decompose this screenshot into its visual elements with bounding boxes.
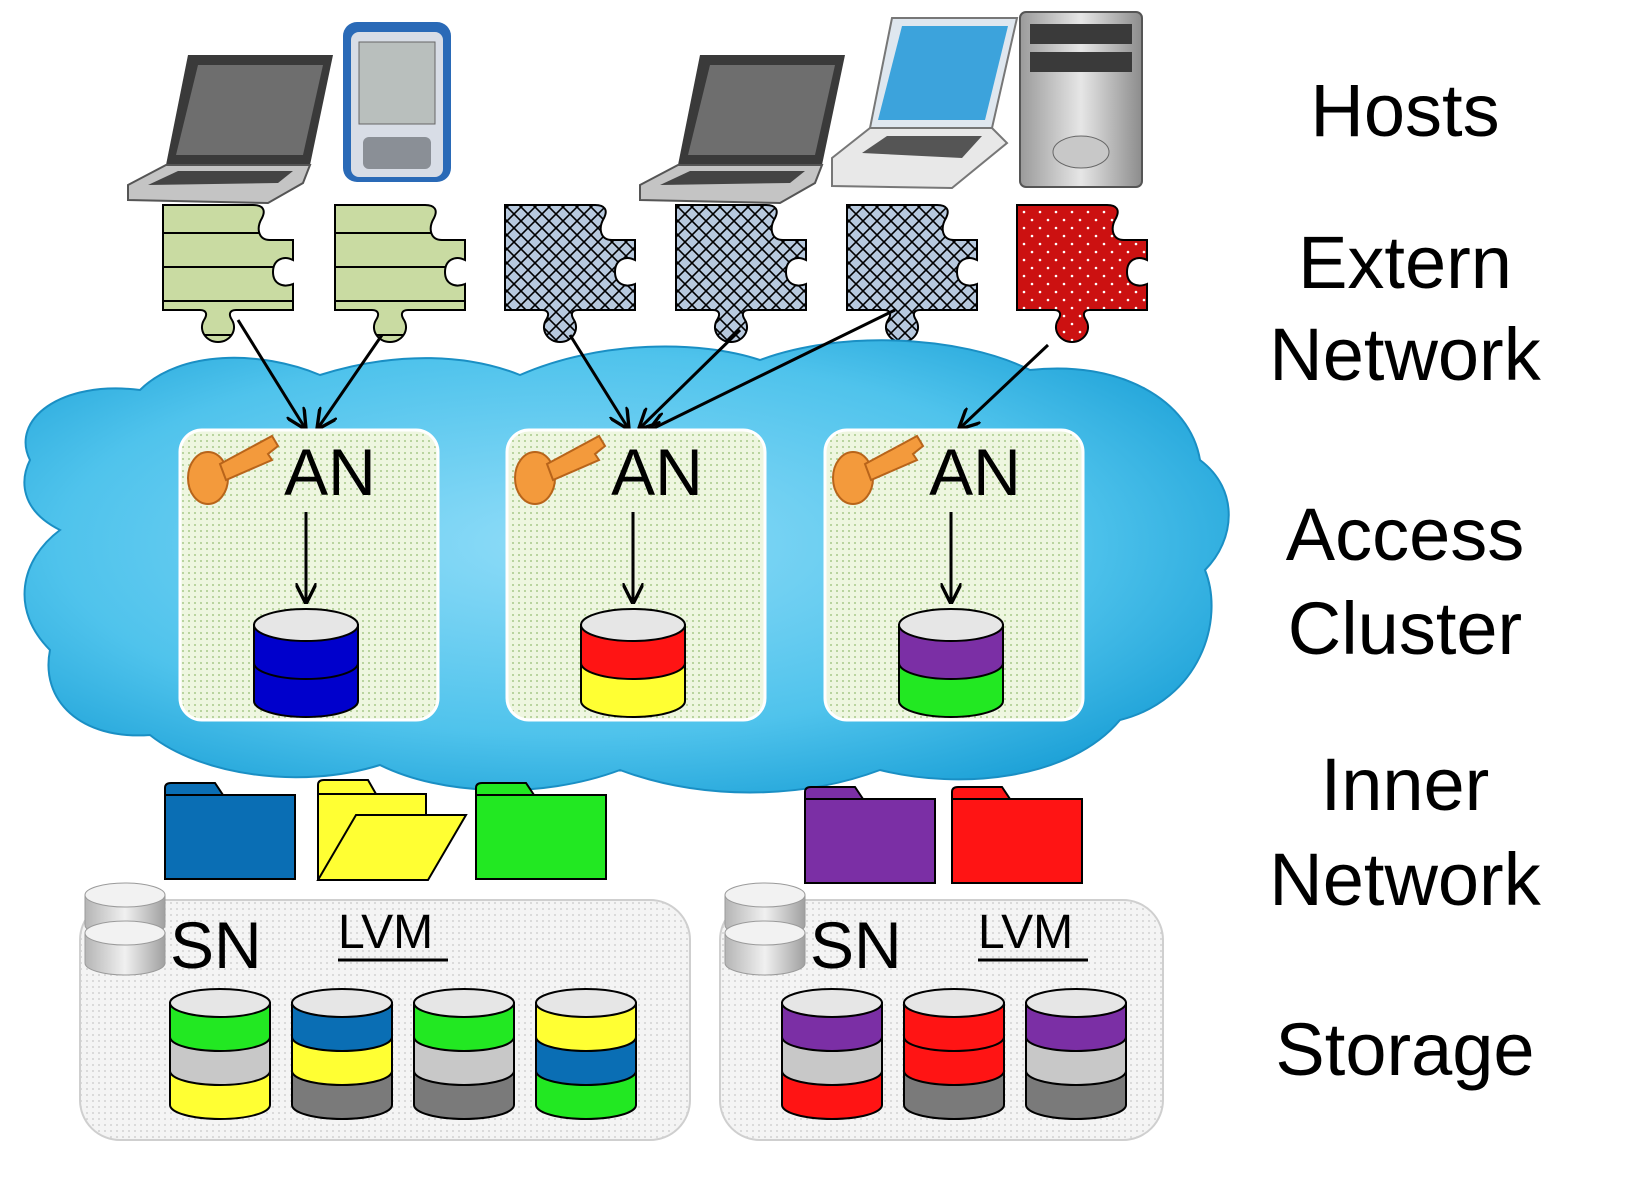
- access-node: AN: [178, 428, 440, 722]
- storage-volume: [535, 988, 637, 1120]
- pda-icon: [343, 22, 451, 182]
- access-node-label: AN: [611, 435, 703, 509]
- puzzle-piece-icon: [846, 204, 978, 343]
- key-icon: [832, 434, 925, 505]
- puzzle-piece-icon: [675, 204, 807, 343]
- storage-volume: [903, 988, 1005, 1120]
- access-node: AN: [505, 428, 767, 722]
- storage-volume: [781, 988, 883, 1120]
- disk-stack-icon: [724, 882, 806, 976]
- puzzle-piece-icon: [1016, 204, 1148, 343]
- storage-node-label: SN: [170, 908, 262, 982]
- layer-label-hosts: Hosts: [1310, 69, 1499, 152]
- storage-node-label: SN: [810, 908, 902, 982]
- layer-label-extern-line2: Network: [1269, 313, 1541, 396]
- layer-label-extern-line1: Extern: [1298, 221, 1512, 304]
- access-node-label: AN: [929, 435, 1021, 509]
- key-icon: [187, 434, 280, 505]
- folder-icon: [316, 779, 468, 881]
- storage-volume: [169, 988, 271, 1120]
- storage-volume: [413, 988, 515, 1120]
- laptop-icon: [831, 17, 1019, 190]
- key-icon: [514, 434, 607, 505]
- storage-node: SN LVM: [719, 882, 1164, 1141]
- layer-label-access-line2: Cluster: [1288, 587, 1522, 670]
- lvm-label: LVM: [978, 906, 1073, 959]
- disk-stack-icon: [84, 882, 166, 976]
- access-node-volume: [580, 608, 686, 718]
- folder-icon: [951, 786, 1083, 884]
- lvm-label: LVM: [338, 906, 433, 959]
- server-tower-icon: [1019, 11, 1143, 188]
- access-node: AN: [823, 428, 1085, 722]
- layer-label-inner-line1: Inner: [1321, 743, 1490, 826]
- laptop-icon: [639, 55, 845, 205]
- folder-icon: [164, 782, 296, 880]
- layer-label-inner-line2: Network: [1269, 838, 1541, 921]
- access-node-label: AN: [284, 435, 376, 509]
- storage-volume: [291, 988, 393, 1120]
- laptop-icon: [127, 55, 333, 205]
- puzzle-piece-icon: [504, 204, 636, 343]
- extern-arrows: [236, 308, 1050, 430]
- access-node-volume: [898, 608, 1004, 718]
- layer-label-access-line1: Access: [1286, 493, 1525, 576]
- storage-volume: [1025, 988, 1127, 1120]
- layer-label-storage: Storage: [1275, 1008, 1534, 1091]
- puzzle-piece-icon: [334, 204, 466, 343]
- storage-node: SN LVM: [79, 882, 691, 1141]
- puzzle-piece-icon: [162, 204, 294, 343]
- folder-icon: [475, 782, 607, 880]
- folder-icon: [804, 786, 936, 884]
- access-node-volume: [253, 608, 359, 718]
